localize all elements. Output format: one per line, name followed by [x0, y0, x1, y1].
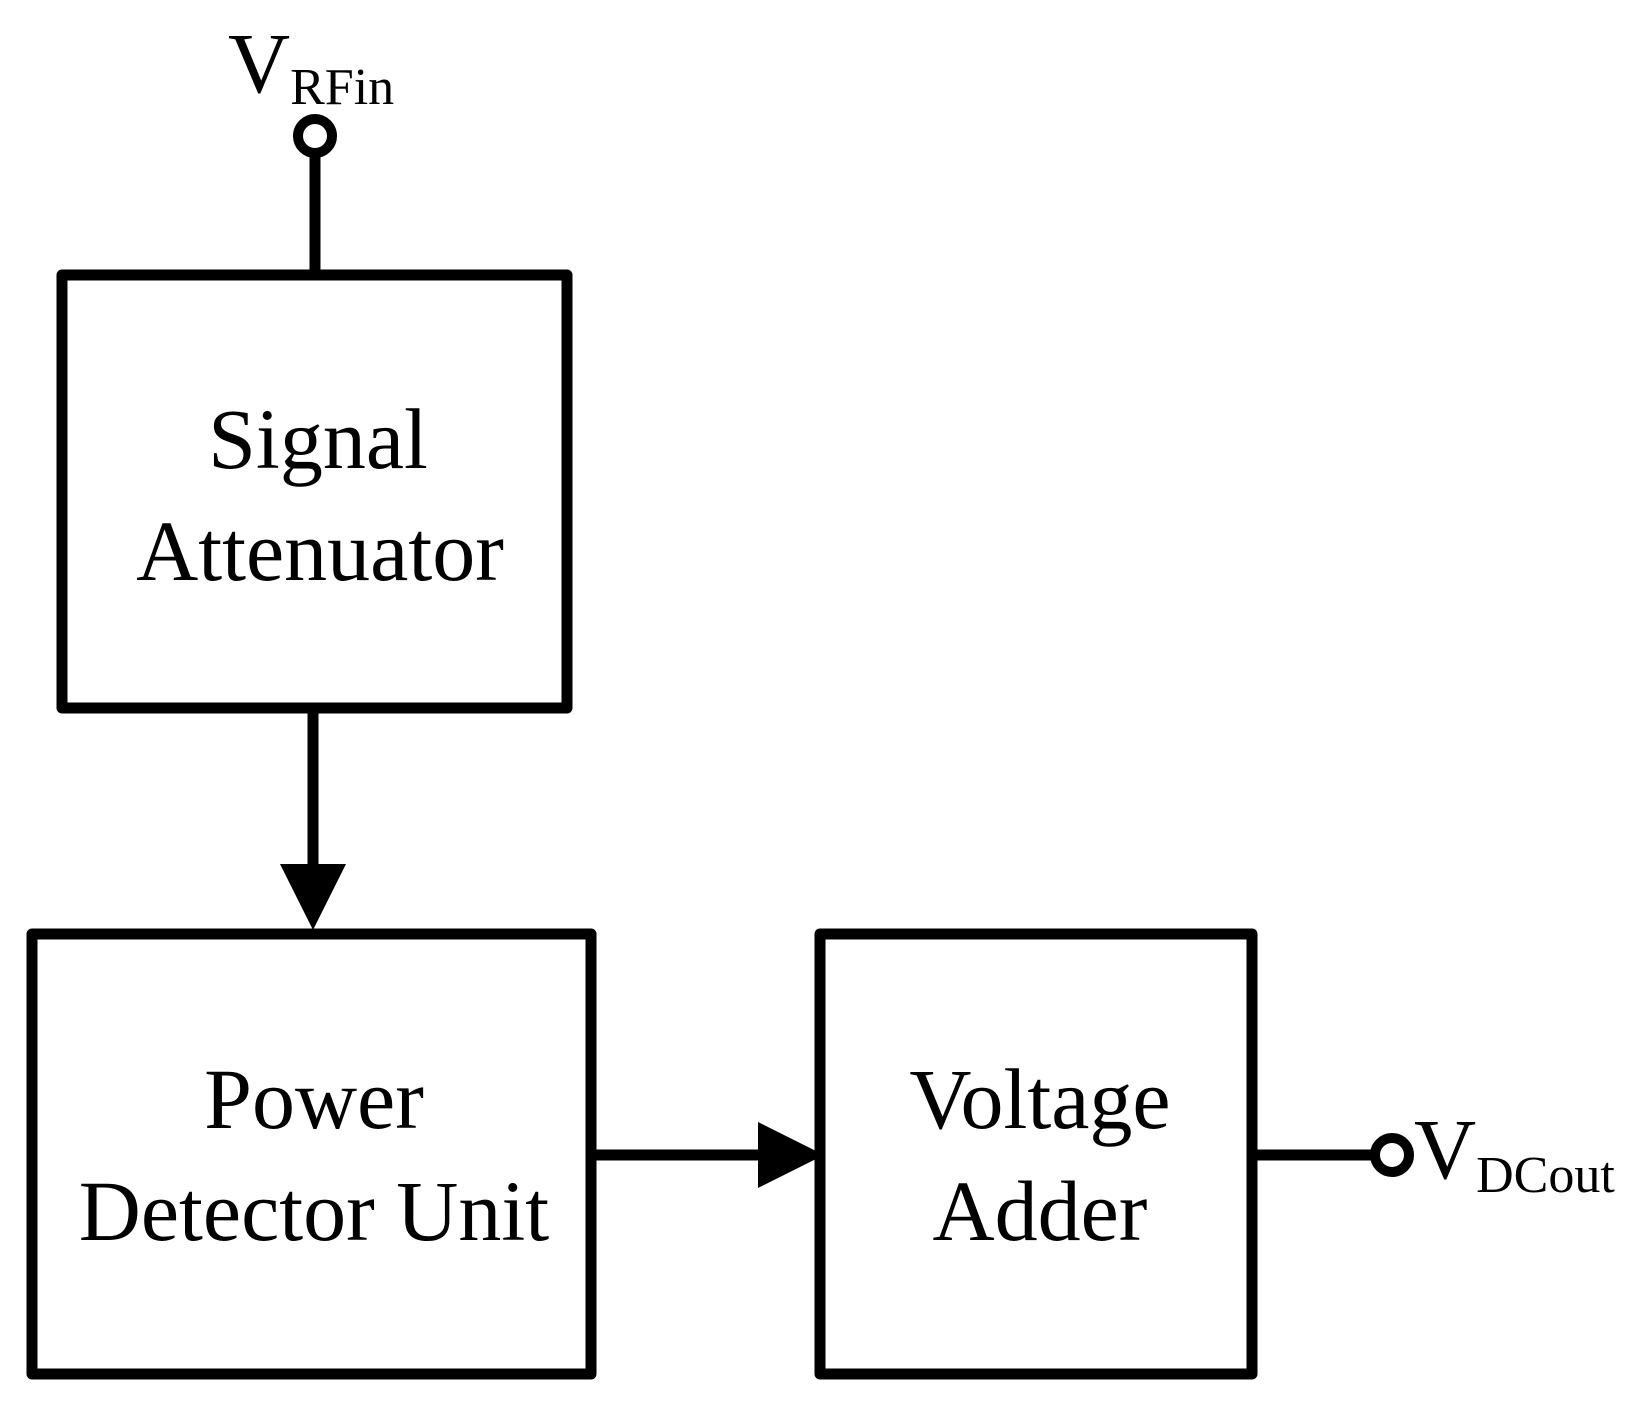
- power-detector-unit-block: Power Detector Unit: [26, 928, 597, 1380]
- signal-attenuator-label-line1: Signal: [208, 391, 428, 487]
- power-detector-unit-label-line2: Detector Unit: [79, 1163, 550, 1259]
- voltage-adder-box: [814, 928, 1258, 1380]
- output-terminal-subscript: DCout: [1476, 1147, 1615, 1204]
- power-detector-unit-label-line1: Power: [204, 1051, 424, 1147]
- signal-attenuator-box: [56, 269, 573, 714]
- input-terminal-label: VRFin: [228, 15, 394, 116]
- output-terminal-label: VDCout: [1414, 1101, 1615, 1204]
- voltage-adder-label-line2: Adder: [933, 1163, 1148, 1259]
- input-terminal-subscript: RFin: [290, 59, 394, 116]
- input-terminal-symbol: V: [228, 15, 290, 111]
- power-detector-unit-box: [26, 928, 597, 1380]
- voltage-adder-block: Voltage Adder: [814, 928, 1258, 1380]
- input-terminal-circle: [293, 114, 337, 158]
- detector-to-adder-arrowhead: [758, 1122, 824, 1188]
- signal-attenuator-label-line2: Attenuator: [136, 503, 504, 599]
- voltage-adder-label-line1: Voltage: [909, 1051, 1170, 1147]
- output-terminal-symbol: V: [1414, 1101, 1476, 1197]
- signal-attenuator-block: Signal Attenuator: [56, 269, 573, 714]
- attenuator-to-detector-arrowhead: [280, 864, 346, 930]
- output-terminal-circle: [1370, 1133, 1414, 1177]
